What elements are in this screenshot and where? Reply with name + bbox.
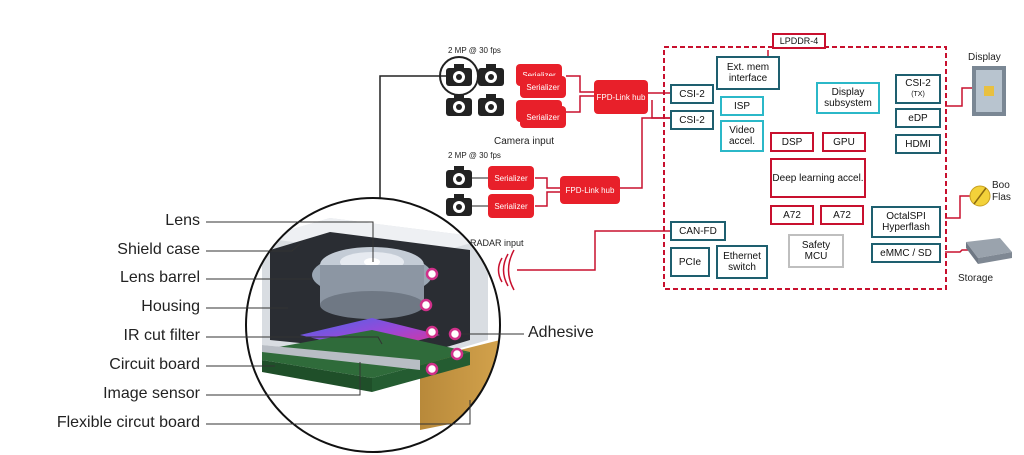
deep-learning-block: Deep learning accel. [770, 158, 866, 198]
cam-spec-top: 2 MP @ 30 fps [448, 46, 501, 55]
label-lens-barrel: Lens barrel [119, 269, 200, 286]
fpd-link-hub-2: FPD-Link hub [560, 176, 620, 204]
radar-input-label: RADAR input [470, 238, 524, 248]
display-label: Display [968, 52, 1001, 63]
tx-label: (TX) [911, 91, 925, 98]
csi2-block-a: CSI-2 [670, 84, 714, 104]
lpddr-block: LPDDR-4 [772, 33, 826, 49]
label-lens: Lens [165, 212, 200, 229]
label-adhesive: Adhesive [528, 324, 594, 341]
a72-block-1: A72 [770, 205, 814, 225]
edp-block: eDP [895, 108, 941, 128]
display-subsystem-block: Display subsystem [816, 82, 880, 114]
dsp-block: DSP [770, 132, 814, 152]
serializer-2: Serializer [520, 76, 566, 98]
fpd-link-hub-1: FPD-Link hub [594, 80, 648, 114]
storage-label: Storage [958, 273, 994, 284]
label-image-sensor: Image sensor [103, 385, 200, 402]
video-accel-block: Video accel. [720, 120, 764, 152]
storage-icon [966, 238, 1012, 264]
label-circuit-board: Circuit board [109, 356, 200, 373]
camera-icons [446, 64, 504, 216]
label-shield-case: Shield case [117, 241, 200, 258]
label-housing: Housing [141, 298, 200, 315]
octalspi-block: OctalSPI Hyperflash [871, 206, 941, 238]
camera-input-label: Camera input [494, 136, 555, 147]
a72-block-2: A72 [820, 205, 864, 225]
serializer-5: Serializer [488, 166, 534, 190]
pcie-block: PCIe [670, 247, 710, 277]
flash-icon [969, 185, 991, 207]
adhesive-markers [419, 267, 464, 376]
label-ir-cut-filter: IR cut filter [123, 327, 200, 344]
ethernet-switch-block: Ethernet switch [716, 245, 768, 279]
zoom-connector-line [379, 75, 459, 199]
can-fd-block: CAN-FD [670, 221, 726, 241]
csi2-tx-block: CSI-2 (TX) [895, 74, 941, 104]
csi2-block-b: CSI-2 [670, 110, 714, 130]
ext-mem-block: Ext. mem interface [716, 56, 780, 90]
serializer-4: Serializer [520, 106, 566, 128]
serializer-6: Serializer [488, 194, 534, 218]
label-flexible-board: Flexible circut board [56, 414, 200, 431]
display-icon [972, 66, 1006, 116]
emmc-block: eMMC / SD [871, 243, 941, 263]
magnifier-circle [245, 197, 501, 453]
leader-lines [206, 221, 524, 425]
camera-cutaway [246, 198, 500, 452]
csi2-tx-label: CSI-2 [905, 78, 931, 89]
isp-block: ISP [720, 96, 764, 116]
cam-spec-bottom: 2 MP @ 30 fps [448, 151, 501, 160]
boot-flash-label: Boo Flas [992, 180, 1011, 203]
gpu-block: GPU [822, 132, 866, 152]
safety-mcu-block: Safety MCU [788, 234, 844, 268]
hdmi-block: HDMI [895, 134, 941, 154]
radar-waves [497, 249, 515, 291]
